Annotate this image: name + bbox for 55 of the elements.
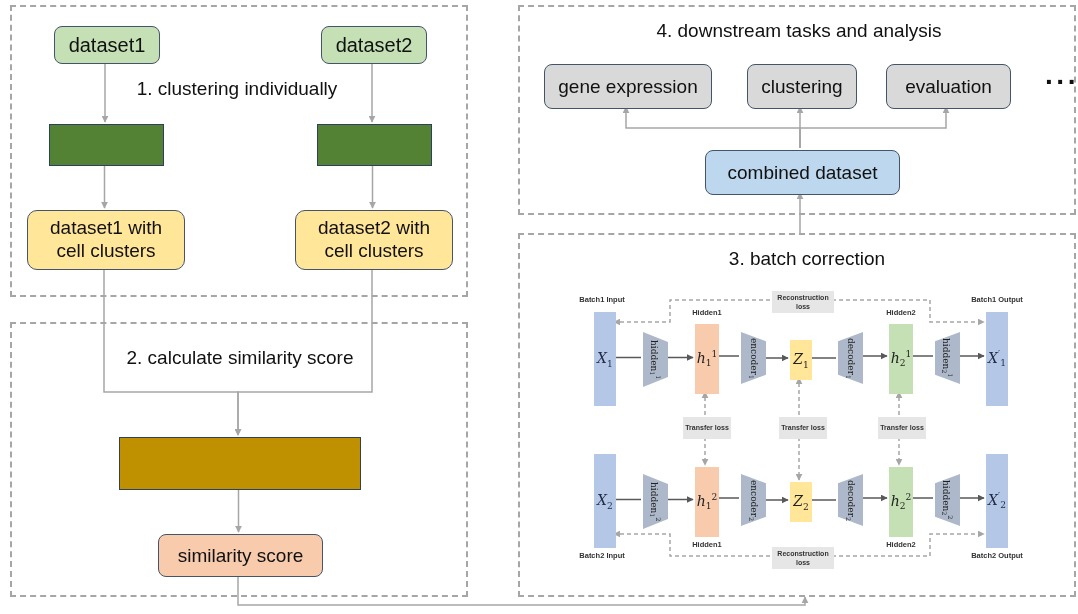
tool-box — [119, 437, 361, 490]
panel-title: 2. calculate similarity score — [126, 347, 354, 369]
hidden-layer — [695, 467, 719, 537]
dashed-panel — [518, 5, 1076, 215]
dataset-box — [54, 26, 160, 64]
node-label: clustering — [761, 75, 843, 98]
ellipsis: ··· — [1045, 66, 1078, 98]
latent-layer — [790, 340, 812, 380]
tool-box — [49, 124, 164, 166]
node-label: dataset2 — [335, 33, 413, 57]
dataset-box — [27, 210, 185, 270]
loss-box — [779, 417, 827, 439]
node-label: Z$_{2}$ — [793, 492, 809, 512]
hidden-layer — [695, 324, 719, 394]
node-label: dataset1 with cell clusters — [49, 217, 163, 263]
node-label: dataset2 with cell clusters — [317, 217, 431, 263]
data-bar — [594, 454, 616, 548]
dashed-panel — [10, 5, 468, 297]
decoder-trapezoid — [838, 474, 863, 526]
node-label: similarity score — [177, 544, 304, 567]
node-label: X$_{1}$ — [597, 349, 613, 369]
latent-layer — [790, 482, 812, 522]
node-label: Z$_{1}$ — [793, 350, 809, 370]
loss-box — [683, 417, 731, 439]
encoder-trapezoid — [643, 332, 668, 387]
decoder-trapezoid — [838, 332, 863, 384]
dataset-box — [295, 210, 453, 270]
panel-title: 3. batch correction — [728, 248, 886, 270]
node-label: evaluation — [905, 75, 992, 98]
score-box — [158, 534, 323, 577]
decoder-trapezoid — [935, 332, 960, 384]
node-label: dataset1 — [68, 33, 146, 57]
data-bar — [986, 312, 1008, 406]
node-label: combined dataset — [727, 161, 878, 184]
node-label: X$_{2}$ — [597, 491, 613, 511]
hidden-layer — [889, 324, 913, 394]
tool-box — [317, 124, 432, 166]
encoder-trapezoid — [643, 474, 668, 529]
loss-box — [878, 417, 926, 439]
data-bar — [594, 312, 616, 406]
task-box — [747, 64, 857, 109]
dashed-panel — [518, 233, 1076, 597]
data-bar — [986, 454, 1008, 548]
dashed-panel — [10, 322, 468, 597]
dataset-box — [321, 26, 427, 64]
task-box — [886, 64, 1011, 109]
decoder-trapezoid — [935, 474, 960, 526]
encoder-trapezoid — [741, 474, 766, 526]
node-label: gene expression — [558, 75, 698, 98]
encoder-trapezoid — [741, 332, 766, 384]
hidden-layer — [889, 467, 913, 537]
dataset-box — [705, 150, 900, 195]
task-box — [544, 64, 712, 109]
panel-title: 4. downstream tasks and analysis — [656, 20, 942, 42]
panel-title: 1. clustering individually — [136, 78, 338, 100]
